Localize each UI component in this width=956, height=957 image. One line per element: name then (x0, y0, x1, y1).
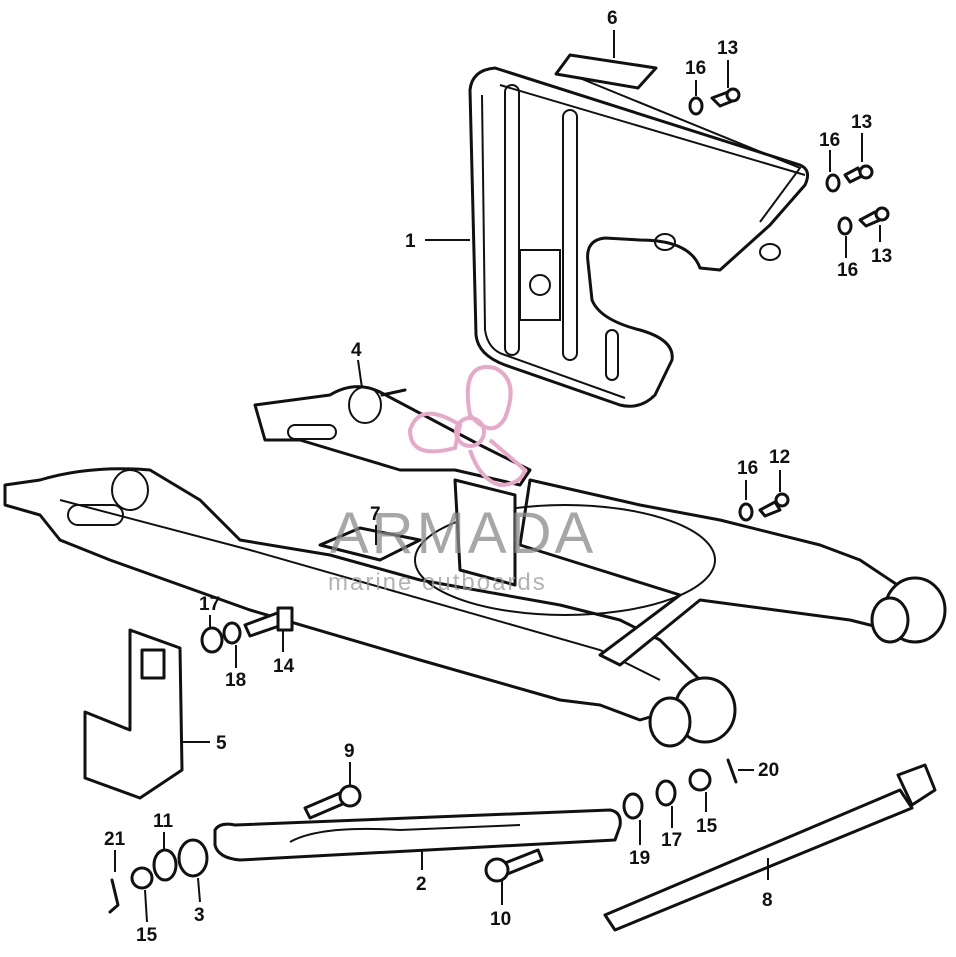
callout-16-low: 16 (837, 260, 858, 281)
callout-17-left: 17 (199, 594, 220, 615)
long-bolt-part-8 (603, 763, 937, 932)
callout-16-mid: 16 (819, 130, 840, 151)
callout-4: 4 (351, 340, 362, 361)
callout-19: 19 (629, 848, 650, 869)
callout-1: 1 (405, 231, 416, 252)
callout-13-low: 13 (871, 246, 892, 267)
bracket-plate-part-1 (468, 66, 810, 408)
callout-6: 6 (607, 8, 618, 29)
leader-lines (114, 30, 881, 923)
callout-21: 21 (104, 829, 126, 850)
callout-10: 10 (490, 909, 511, 930)
callout-17-right: 17 (661, 830, 682, 851)
callout-16-top: 16 (685, 58, 706, 79)
watermark-brand: ARMADA (330, 501, 596, 566)
watermark-tagline: marine outboards (328, 569, 547, 596)
swivel-frame (3, 467, 947, 748)
callout-12: 12 (769, 447, 790, 468)
callout-7: 7 (370, 504, 381, 525)
plate-part-7 (318, 478, 517, 587)
armada-watermark: ARMADA marine outboards (328, 365, 596, 596)
callout-3: 3 (194, 905, 205, 926)
callout-9: 9 (344, 741, 355, 762)
upper-arm-part-4 (253, 385, 532, 487)
callout-13-top: 13 (717, 38, 738, 59)
hardware (108, 87, 890, 914)
label-part-6 (554, 53, 658, 90)
callout-2: 2 (416, 874, 427, 895)
link-rod-part-2 (213, 808, 622, 862)
callout-15-left: 15 (136, 925, 158, 946)
callout-numbers: 6 1 4 7 5 2 8 9 10 12 16 13 16 13 16 13 … (104, 8, 892, 946)
callout-15-right: 15 (696, 816, 718, 837)
callout-14: 14 (273, 656, 295, 677)
callout-11: 11 (153, 811, 174, 832)
callout-20: 20 (758, 760, 779, 781)
callout-16-lower: 16 (737, 458, 758, 479)
callout-5: 5 (216, 733, 227, 754)
callout-18: 18 (225, 670, 246, 691)
callout-13-mid: 13 (851, 112, 872, 133)
propeller-logo-icon (407, 365, 528, 488)
callout-8: 8 (762, 890, 773, 911)
hook-bracket-part-5 (83, 628, 184, 800)
